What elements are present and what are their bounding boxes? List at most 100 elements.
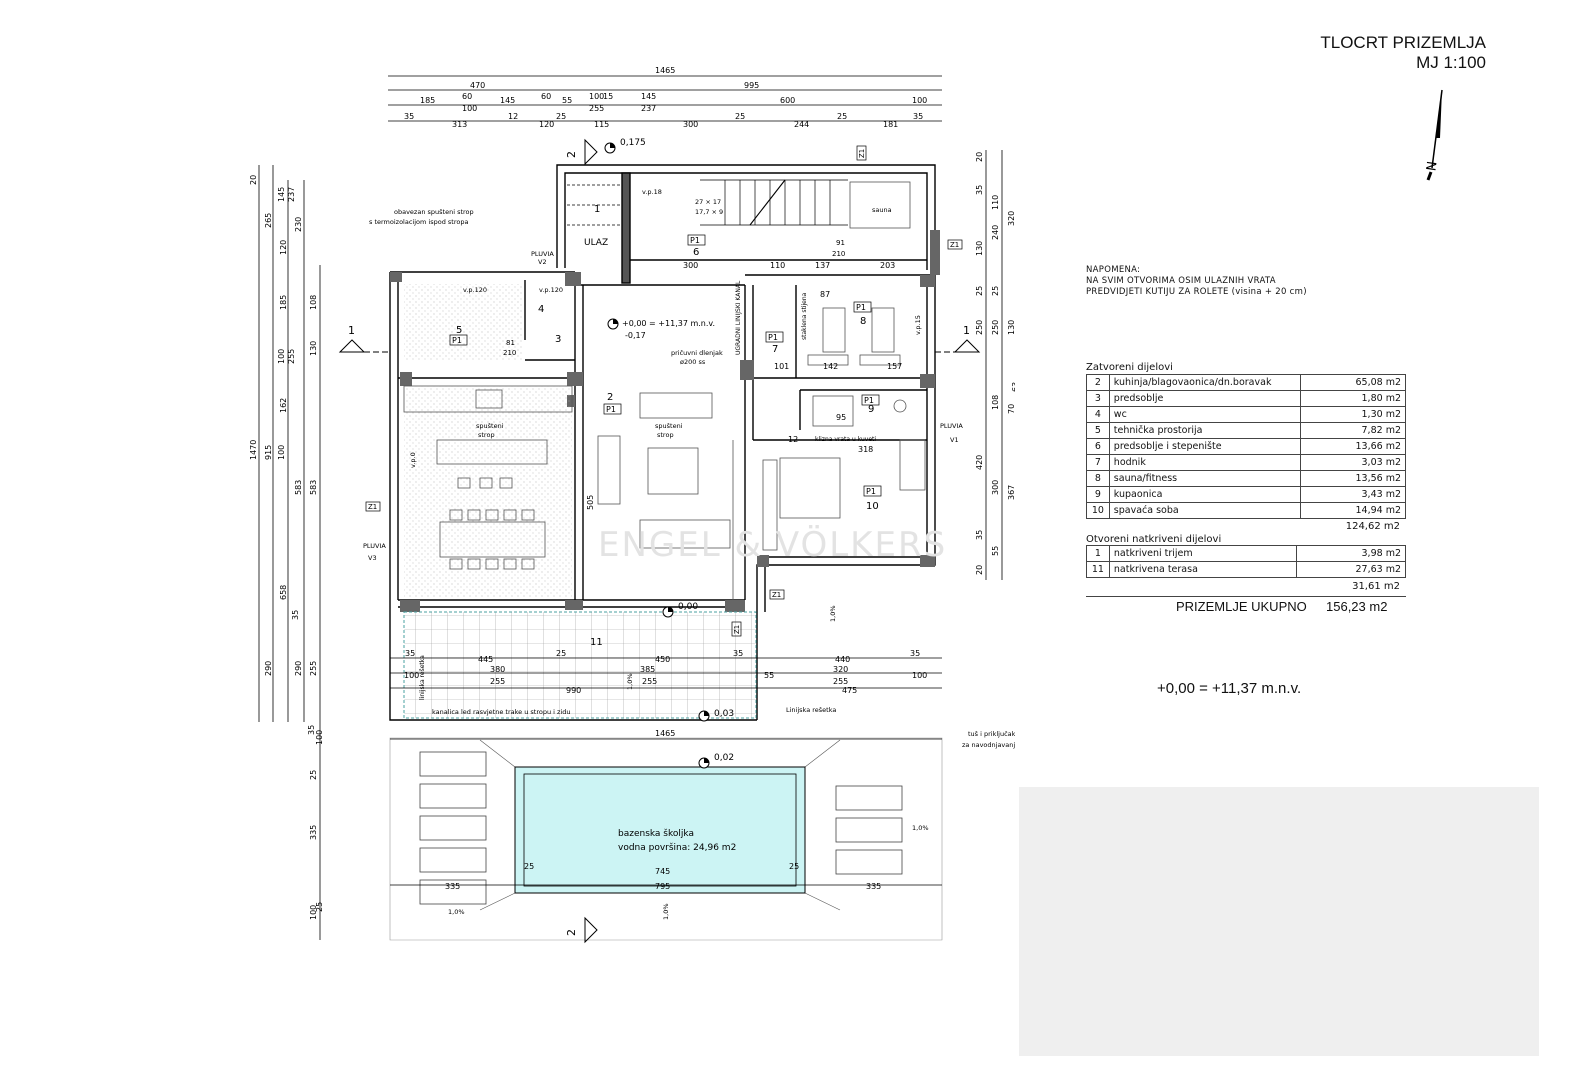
annotation: spušteni <box>476 422 504 430</box>
room-number: 4 <box>1086 406 1110 423</box>
note-line: NA SVIM OTVORIMA OSIM ULAZNIH VRATA <box>1086 276 1276 286</box>
left-dimension-labels: 20 265 145 237 230 120 185 108 100 255 1… <box>249 175 324 920</box>
dim-label: 915 <box>264 445 273 460</box>
dim-label: 55 <box>991 546 1000 556</box>
dim-label: 25 <box>975 286 984 296</box>
dim-label: 115 <box>594 120 609 129</box>
dim-label: 445 <box>478 655 493 664</box>
dim-label: 145 <box>641 92 656 101</box>
closed-parts-total: 124,62 m2 <box>1345 521 1400 532</box>
room-tag: P1 <box>866 487 876 496</box>
dim-label: 600 <box>780 96 795 105</box>
annotation: PLUVIA <box>363 542 386 550</box>
room-number: 3 <box>1086 390 1110 407</box>
dim-label: 995 <box>744 81 759 90</box>
annotation: 17,7 × 9 <box>695 208 723 216</box>
note-line: PREDVIDJETI KUTIJU ZA ROLETE (visina + 2… <box>1086 287 1307 297</box>
room-tag: P1 <box>768 333 778 342</box>
annotation: v.p.0 <box>409 452 417 468</box>
annotation: 1,0% <box>626 673 634 690</box>
dim-label: 25 <box>735 112 745 121</box>
annotation: v.p.18 <box>642 188 662 196</box>
room-name: spavaća soba <box>1108 502 1301 519</box>
annotation: bazenska školjka <box>618 828 694 839</box>
room-number: 8 <box>1086 470 1110 487</box>
svg-text:N: N <box>1424 160 1440 172</box>
dim-label: 475 <box>842 686 857 695</box>
dim-label: 1465 <box>655 729 675 738</box>
top-dimension-chain <box>388 75 942 122</box>
room-name: kupaonica <box>1108 486 1301 503</box>
dim-label: 100 <box>912 96 927 105</box>
dim-label: 60 <box>541 92 551 101</box>
section-label: 1 <box>348 324 355 337</box>
room-area: 7,82 m2 <box>1299 422 1407 439</box>
drawing-title: TLOCRT PRIZEMLJA MJ 1:100 <box>1290 33 1486 73</box>
dim-label: 130 <box>1007 320 1015 335</box>
elevation-label: 0,03 <box>714 709 734 719</box>
dim-label: 255 <box>642 677 657 686</box>
annotation: 210 <box>503 349 516 357</box>
window-tag: Z1 <box>772 591 781 599</box>
room-number: 7 <box>772 344 778 355</box>
dim-label: 320 <box>1007 211 1015 226</box>
room-name: sauna/fitness <box>1108 470 1301 487</box>
annotation: 95 <box>836 413 846 422</box>
dim-label: 130 <box>975 241 984 256</box>
elevation-label: 0,00 <box>678 602 698 612</box>
dim-label: 300 <box>991 480 1000 495</box>
annotation: 110 <box>770 261 785 270</box>
window-tag: Z1 <box>733 625 741 634</box>
dim-label: 100 <box>589 92 604 101</box>
room-number: 7 <box>1086 454 1110 471</box>
room-name: kuhinja/blagovaonica/dn.boravak <box>1108 374 1301 391</box>
dim-label: 658 <box>279 585 288 600</box>
dim-label: 255 <box>833 677 848 686</box>
dim-label: 250 <box>975 320 984 335</box>
annotation: strop <box>478 431 495 439</box>
floor-plan: 1465 470 995 185 60 145 60 55 100 15 145… <box>249 66 1015 944</box>
room-number: 2 <box>607 392 613 403</box>
elevation-label: 0,175 <box>620 138 646 148</box>
dim-label: 100 <box>912 671 927 680</box>
annotation: linijska rešetka <box>419 655 426 700</box>
annotation: PLUVIA <box>940 422 963 430</box>
room-name: wc <box>1108 406 1301 423</box>
annotation: PLUVIA <box>531 250 554 258</box>
level-reference: +0,00 = +11,37 m.n.v. <box>1157 680 1302 697</box>
dim-label: 313 <box>452 120 467 129</box>
bottom-dimension-labels: 35 445 25 450 35 440 35 100 380 385 320 … <box>404 649 927 891</box>
dim-label: 290 <box>294 661 303 676</box>
room-number: 5 <box>1086 422 1110 439</box>
annotation: 81 <box>506 339 515 347</box>
dim-label: 162 <box>279 398 288 413</box>
dim-label: 35 <box>291 610 300 620</box>
room-name: predsoblje <box>1108 390 1301 407</box>
note-block: NAPOMENA: NA SVIM OTVORIMA OSIM ULAZNIH … <box>1086 265 1406 298</box>
dim-label: 35 <box>404 112 414 121</box>
open-parts-total: 31,61 m2 <box>1352 581 1400 592</box>
terrace-tiles <box>403 611 757 719</box>
dim-label: 110 <box>991 195 1000 210</box>
room-area: 13,66 m2 <box>1299 438 1407 455</box>
annotation: 210 <box>832 250 845 258</box>
room-tag: P1 <box>864 396 874 405</box>
dim-label: 145 <box>277 187 286 202</box>
bedroom-furniture <box>762 395 926 551</box>
fitness-equipment <box>807 181 911 366</box>
room-name: tehnička prostorija <box>1108 422 1301 439</box>
dim-label: 100 <box>462 104 477 113</box>
dim-label: 470 <box>470 81 485 90</box>
dim-label: 320 <box>833 665 848 674</box>
dim-label: 583 <box>309 480 318 495</box>
north-arrow-icon: N <box>1424 89 1443 181</box>
dim-label: 255 <box>287 349 296 364</box>
room-area: 27,63 m2 <box>1295 561 1407 578</box>
annotation: V1 <box>950 436 959 444</box>
dim-label: 15 <box>603 92 613 101</box>
annotation: 12 <box>788 435 798 444</box>
